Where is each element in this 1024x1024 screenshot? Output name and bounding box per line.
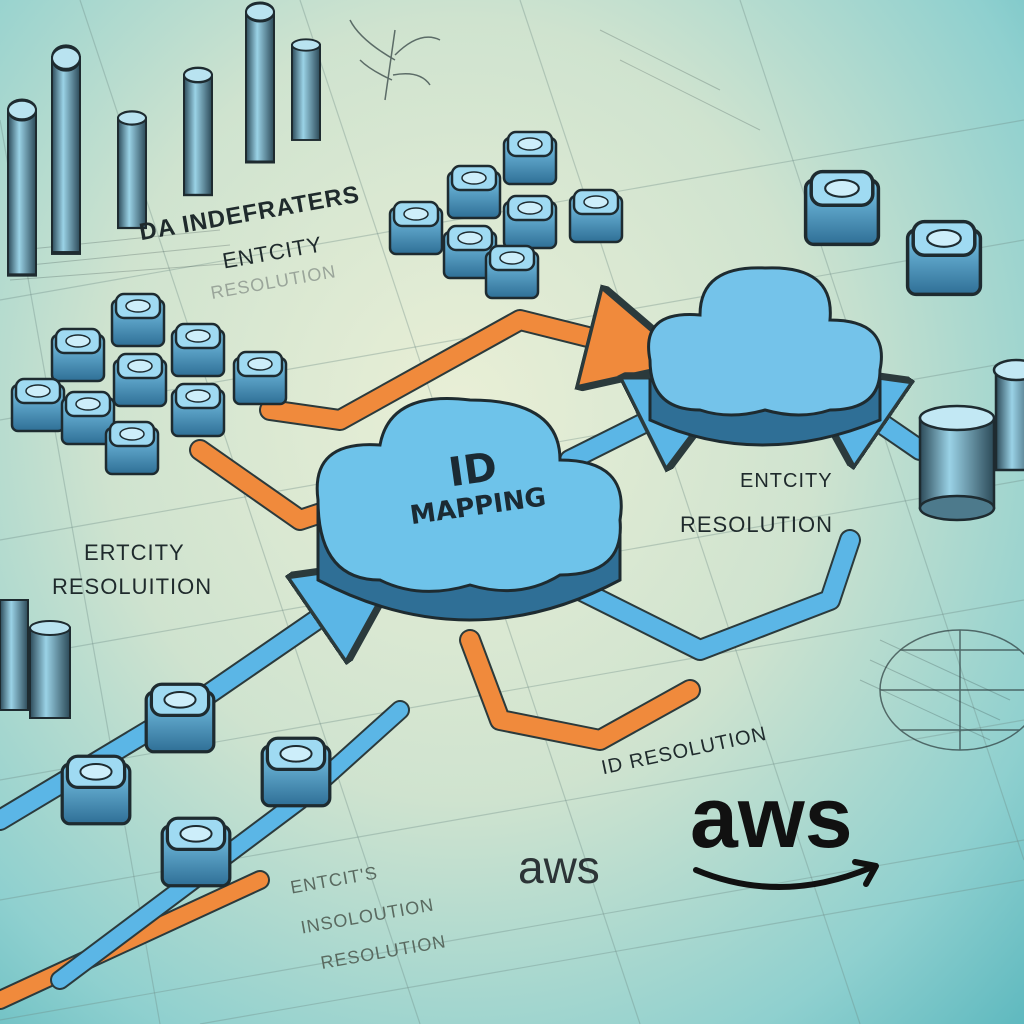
pipeline-cubes (60, 682, 332, 888)
label-resolution-right: RESOLUTION (680, 512, 834, 537)
label-entity-right: ENTCITY (740, 470, 833, 492)
label-entity-left: ERTCITY (84, 540, 185, 565)
aws-logo-large: aws (690, 770, 890, 900)
aws-logo-large-text: aws (690, 770, 853, 866)
aws-logo-small: aws (518, 841, 600, 893)
aws-smile-icon (693, 859, 879, 890)
label-resolution-left: RESOLUITION (52, 574, 213, 599)
cube-cluster-right (803, 169, 983, 297)
cube-cluster-left (10, 292, 288, 476)
cube-cluster-top (388, 130, 624, 300)
stacked-cylinders-left (0, 599, 71, 719)
plant-sketch (349, 19, 441, 101)
cloud-node-secondary (647, 266, 883, 447)
cloud-node-central (315, 396, 623, 622)
database-cylinders (918, 358, 1024, 522)
globe-sketch (879, 629, 1024, 751)
